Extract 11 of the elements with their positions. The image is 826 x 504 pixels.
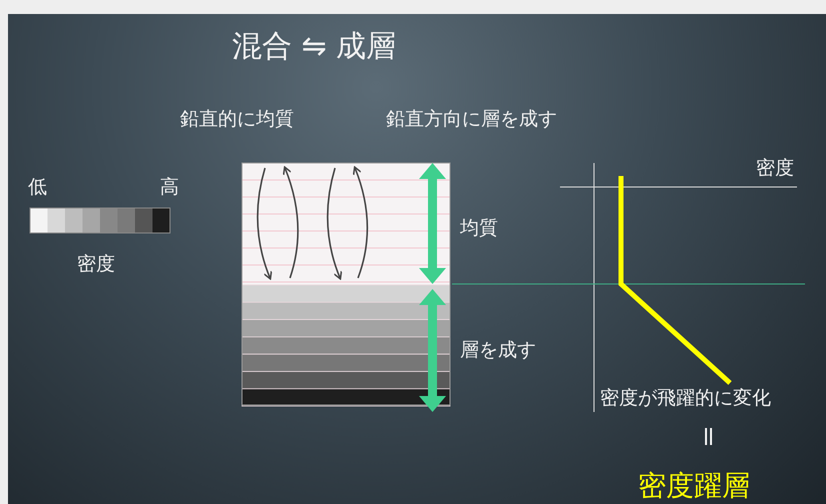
scale-caption: 密度 (77, 255, 115, 274)
scale-label: 高 (160, 178, 179, 197)
subtitle: 鉛直方向に層を成す (386, 110, 557, 129)
layer-label: 均質 (460, 219, 498, 238)
layer-label: 層を成す (460, 341, 536, 360)
axis-label: 密度 (756, 159, 794, 178)
subtitle: 鉛直的に均質 (180, 110, 294, 129)
graph-caption: 密度が飛躍的に変化 (600, 389, 771, 408)
conclusion-text: 密度躍層 (638, 472, 750, 500)
scale-label: 低 (28, 178, 47, 197)
title: 混合 ⇋ 成層 (232, 32, 396, 62)
